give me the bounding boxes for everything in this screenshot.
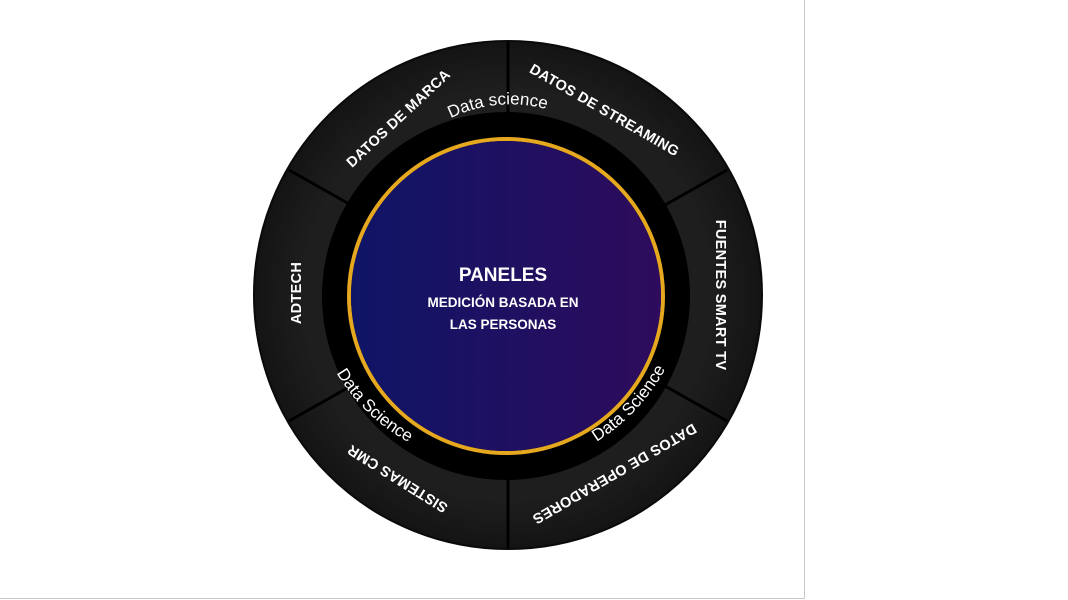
- segment-dividers: [288, 42, 728, 548]
- segment-label-adtech: ADTECH: [289, 262, 305, 324]
- center-subtitle-line-2: LAS PERSONAS: [450, 317, 557, 332]
- center-title: PANELES: [459, 265, 547, 286]
- center-subtitle-line-1: MEDICIÓN BASADA EN: [427, 295, 578, 310]
- segment-label-fuentes-smart-tv: FUENTES SMART TV: [712, 220, 728, 371]
- center-panel-disc: [351, 141, 661, 451]
- data-sources-wheel-diagram: DATOS DE MARCA DATOS DE STREAMING FUENTE…: [253, 40, 763, 550]
- gold-ring: [347, 137, 665, 455]
